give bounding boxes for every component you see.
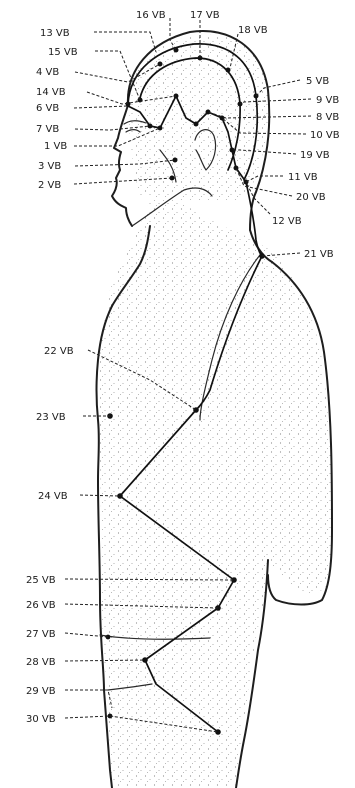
- label-14vb: 14 VB: [36, 87, 66, 98]
- label-8vb: 8 VB: [316, 112, 339, 123]
- label-29vb: 29 VB: [26, 686, 56, 697]
- label-25vb: 25 VB: [26, 575, 56, 586]
- label-10vb: 10 VB: [310, 130, 340, 141]
- label-13vb: 13 VB: [40, 28, 70, 39]
- label-9vb: 9 VB: [316, 95, 339, 106]
- label-18vb: 18 VB: [238, 25, 268, 36]
- label-27vb: 27 VB: [26, 629, 56, 640]
- label-19vb: 19 VB: [300, 150, 330, 161]
- label-5vb: 5 VB: [306, 76, 329, 87]
- label-7vb: 7 VB: [36, 124, 59, 135]
- label-2vb: 2 VB: [38, 180, 61, 191]
- label-26vb: 26 VB: [26, 600, 56, 611]
- face-profile: [112, 105, 132, 226]
- label-20vb: 20 VB: [296, 192, 326, 203]
- label-3vb: 3 VB: [38, 161, 61, 172]
- label-1vb: 1 VB: [44, 141, 67, 152]
- label-30vb: 30 VB: [26, 714, 56, 725]
- label-6vb: 6 VB: [36, 103, 59, 114]
- label-22vb: 22 VB: [44, 346, 74, 357]
- label-16vb: 16 VB: [136, 10, 166, 21]
- label-4vb: 4 VB: [36, 67, 59, 78]
- label-12vb: 12 VB: [272, 216, 302, 227]
- label-24vb: 24 VB: [38, 491, 68, 502]
- label-15vb: 15 VB: [48, 47, 78, 58]
- label-28vb: 28 VB: [26, 657, 56, 668]
- label-23vb: 23 VB: [36, 412, 66, 423]
- label-21vb: 21 VB: [304, 249, 334, 260]
- label-11vb: 11 VB: [288, 172, 318, 183]
- label-17vb: 17 VB: [190, 10, 220, 21]
